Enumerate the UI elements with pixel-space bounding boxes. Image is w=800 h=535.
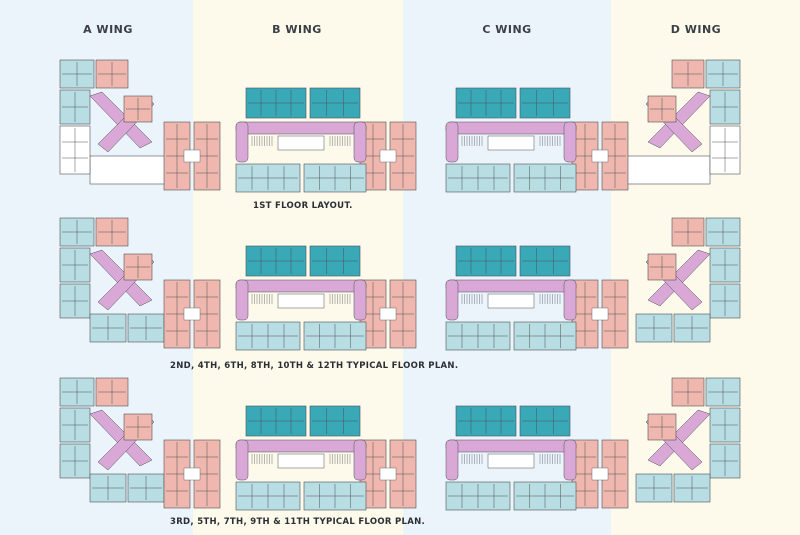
wing-d-title: D WING [670,23,722,36]
wing-a-title: A WING [83,23,133,36]
floor-1-wing-c-corridor-left [445,121,459,163]
floor-3-wing-d-group [635,377,741,503]
floor-2-caption: 2ND, 4TH, 6TH, 8TH, 10TH & 12TH TYPICAL … [170,361,459,371]
floor-3-wing-c-corridor-left [445,439,459,481]
wing-d-band [611,0,800,535]
floor-2-wing-c-corridor-right [563,279,577,321]
floor-1-wing-b-corridor-top [235,121,367,135]
floor-2-wing-c-lift-core [487,293,535,309]
floor-2-wing-d-group [635,217,741,343]
wing-c-title: C WING [482,23,532,36]
floor-1-caption: 1ST FLOOR LAYOUT. [253,201,353,211]
floor-3-wing-a-group [59,377,165,503]
floor-1-cd-connector-lift [591,149,609,163]
floor-3-wing-c-corridor-top [445,439,577,453]
floor-2-wing-c-corridor-top [445,279,577,293]
floor-plan-3 [59,377,741,511]
floor-1-wing-d-lobby [613,155,711,185]
floor-1-wing-c-corridor-top [445,121,577,135]
floor-2-wing-c-corridor-left [445,279,459,321]
floor-plan-2 [59,217,741,351]
floor-plan-1 [59,59,741,193]
floor-3-bc-connector-lift [379,467,397,481]
wing-b-title: B WING [272,23,322,36]
floor-1-wing-b-corridor-right [353,121,367,163]
floor-1-wing-c-lift-core [487,135,535,151]
floor-1-wing-b-lift-core [277,135,325,151]
floor-2-wing-b-lift-core [277,293,325,309]
floor-2-wing-b-corridor-left [235,279,249,321]
floor-3-ab-connector-lift [183,467,201,481]
floor-2-wing-b-corridor-top [235,279,367,293]
floor-1-wing-b-corridor-left [235,121,249,163]
floor-1-bc-connector-lift [379,149,397,163]
floor-1-ab-connector-lift [183,149,201,163]
floor-3-cd-connector-lift [591,467,609,481]
floor-3-wing-c-corridor-right [563,439,577,481]
floor-1-wing-c-corridor-right [563,121,577,163]
floor-3-caption: 3RD, 5TH, 7TH, 9TH & 11TH TYPICAL FLOOR … [170,517,426,527]
floor-2-wing-b-corridor-right [353,279,367,321]
floor-1-wing-d-group [613,59,741,185]
floor-3-wing-b-lift-core [277,453,325,469]
floor-2-cd-connector-lift [591,307,609,321]
floor-3-wing-b-corridor-left [235,439,249,481]
floor-2-ab-connector-lift [183,307,201,321]
floor-3-wing-b-corridor-right [353,439,367,481]
floor-2-bc-connector-lift [379,307,397,321]
floor-2-wing-a-group [59,217,165,343]
wing-a-band [0,0,193,535]
floor-3-wing-c-lift-core [487,453,535,469]
floor-3-wing-b-corridor-top [235,439,367,453]
